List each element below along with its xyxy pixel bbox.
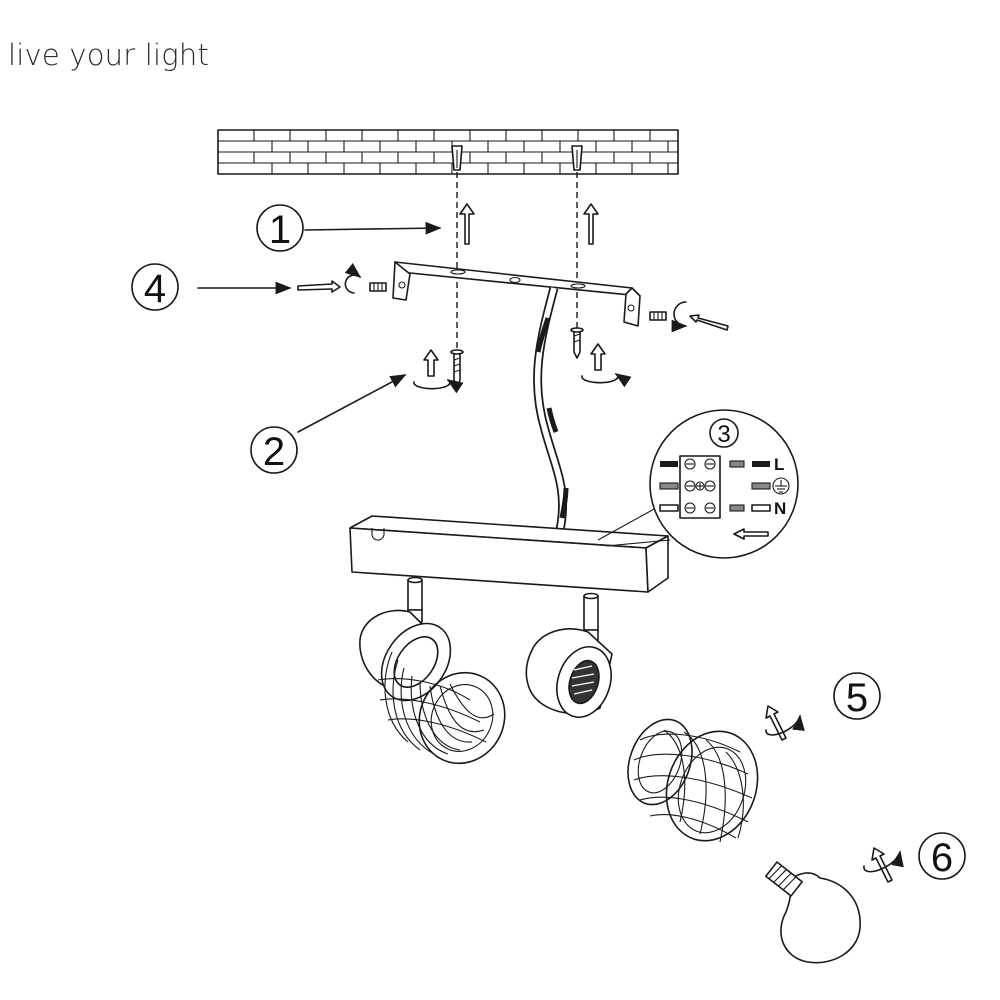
wall-plug-left xyxy=(451,145,463,171)
neutral-label: N xyxy=(774,499,786,518)
wiring-zoom-circle xyxy=(649,409,799,559)
fixing-screw-right xyxy=(570,327,584,359)
fixing-screw-left xyxy=(450,349,464,389)
step-1-number: 1 xyxy=(269,208,291,252)
step-1-callout: 1 xyxy=(256,204,442,252)
lamp-base xyxy=(349,515,669,593)
ceiling xyxy=(217,129,679,175)
detached-cage xyxy=(627,718,759,843)
screw-in-icon xyxy=(413,349,464,394)
wall-plug-right xyxy=(571,145,583,171)
step-4-number: 4 xyxy=(144,267,166,311)
spot-right-open xyxy=(525,628,613,718)
step-5-number: 5 xyxy=(846,676,868,720)
live-label: L xyxy=(774,455,784,474)
up-arrow-icon xyxy=(459,203,475,245)
left-arrow-icon xyxy=(733,528,769,540)
unscrew-icon xyxy=(863,847,904,883)
step-2-callout: 2 xyxy=(250,374,407,474)
step-3-number: 3 xyxy=(717,421,730,448)
step-6-callout: 6 xyxy=(918,832,966,880)
screw-in-icon xyxy=(581,343,632,388)
step-4-callout: 4 xyxy=(131,262,387,311)
spot-left-with-cage xyxy=(359,609,506,765)
earth-ground-icon xyxy=(772,477,790,495)
up-arrow-icon xyxy=(583,203,599,245)
wiring-detail: 3 L N xyxy=(597,409,799,559)
light-bulb xyxy=(765,861,861,964)
step-6-number: 6 xyxy=(931,836,953,880)
power-cable xyxy=(533,286,569,531)
mounting-bracket xyxy=(392,261,641,327)
brand-tagline: live your light xyxy=(8,38,210,72)
unscrew-icon xyxy=(765,705,805,741)
side-screw-right xyxy=(649,301,729,333)
step-2-number: 2 xyxy=(263,430,285,474)
step-5-callout: 5 xyxy=(833,672,881,720)
